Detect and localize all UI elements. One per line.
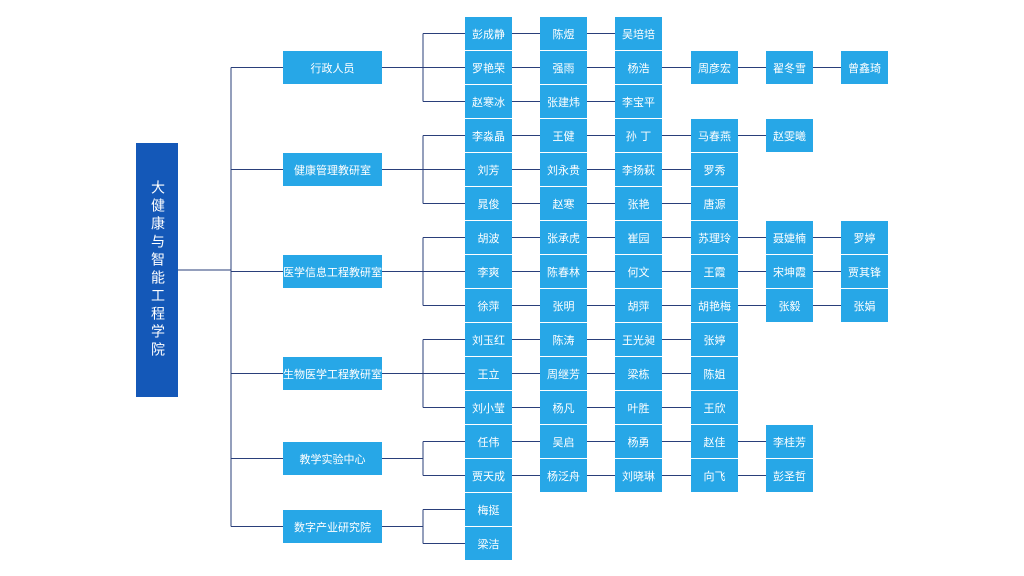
person-node: 李淼晶 xyxy=(465,119,512,152)
person-node: 李宝平 xyxy=(615,85,662,118)
person-node: 彭成静 xyxy=(465,17,512,50)
department-node: 教学实验中心 xyxy=(283,442,382,475)
person-node: 陈涛 xyxy=(540,323,587,356)
person-node: 陈春林 xyxy=(540,255,587,288)
person-node: 马春燕 xyxy=(691,119,738,152)
person-node: 强雨 xyxy=(540,51,587,84)
person-node: 张毅 xyxy=(766,289,813,322)
person-node: 宋坤霞 xyxy=(766,255,813,288)
person-node: 胡波 xyxy=(465,221,512,254)
person-node: 崔园 xyxy=(615,221,662,254)
department-node: 医学信息工程教研室 xyxy=(283,255,382,288)
person-node: 赵寒 xyxy=(540,187,587,220)
college-root-node: 大健康与智能工程学院 xyxy=(136,143,178,397)
person-node: 梅挺 xyxy=(465,493,512,526)
person-node: 彭圣哲 xyxy=(766,459,813,492)
person-node: 唐源 xyxy=(691,187,738,220)
person-node: 陈煜 xyxy=(540,17,587,50)
person-node: 孙 丁 xyxy=(615,119,662,152)
person-node: 赵雯曦 xyxy=(766,119,813,152)
person-node: 聂婕楠 xyxy=(766,221,813,254)
person-node: 梁栋 xyxy=(615,357,662,390)
person-node: 李桂芳 xyxy=(766,425,813,458)
person-node: 王健 xyxy=(540,119,587,152)
person-node: 徐萍 xyxy=(465,289,512,322)
person-node: 胡萍 xyxy=(615,289,662,322)
person-node: 罗婷 xyxy=(841,221,888,254)
person-node: 杨凡 xyxy=(540,391,587,424)
person-node: 梁洁 xyxy=(465,527,512,560)
person-node: 刘小莹 xyxy=(465,391,512,424)
person-node: 周彦宏 xyxy=(691,51,738,84)
person-node: 李扬萩 xyxy=(615,153,662,186)
person-node: 张娟 xyxy=(841,289,888,322)
person-node: 王光昶 xyxy=(615,323,662,356)
person-node: 贾天成 xyxy=(465,459,512,492)
person-node: 周继芳 xyxy=(540,357,587,390)
person-node: 张明 xyxy=(540,289,587,322)
person-node: 苏理玲 xyxy=(691,221,738,254)
person-node: 刘永贵 xyxy=(540,153,587,186)
person-node: 赵佳 xyxy=(691,425,738,458)
person-node: 王霞 xyxy=(691,255,738,288)
person-node: 曾鑫琦 xyxy=(841,51,888,84)
person-node: 王欣 xyxy=(691,391,738,424)
person-node: 罗秀 xyxy=(691,153,738,186)
person-node: 向飞 xyxy=(691,459,738,492)
person-node: 赵寒冰 xyxy=(465,85,512,118)
person-node: 胡艳梅 xyxy=(691,289,738,322)
person-node: 刘玉红 xyxy=(465,323,512,356)
person-node: 李爽 xyxy=(465,255,512,288)
person-node: 杨浩 xyxy=(615,51,662,84)
person-node: 张婷 xyxy=(691,323,738,356)
person-node: 吴启 xyxy=(540,425,587,458)
department-node: 健康管理教研室 xyxy=(283,153,382,186)
person-node: 刘晓琳 xyxy=(615,459,662,492)
person-node: 任伟 xyxy=(465,425,512,458)
person-node: 陈姐 xyxy=(691,357,738,390)
department-node: 数字产业研究院 xyxy=(283,510,382,543)
person-node: 张承虎 xyxy=(540,221,587,254)
person-node: 张艳 xyxy=(615,187,662,220)
department-node: 行政人员 xyxy=(283,51,382,84)
person-node: 杨泛舟 xyxy=(540,459,587,492)
person-node: 罗艳荣 xyxy=(465,51,512,84)
person-node: 何文 xyxy=(615,255,662,288)
person-node: 刘芳 xyxy=(465,153,512,186)
person-node: 王立 xyxy=(465,357,512,390)
person-node: 吴培培 xyxy=(615,17,662,50)
person-node: 晁俊 xyxy=(465,187,512,220)
person-node: 张建炜 xyxy=(540,85,587,118)
person-node: 杨勇 xyxy=(615,425,662,458)
person-node: 贾其锋 xyxy=(841,255,888,288)
person-node: 叶胜 xyxy=(615,391,662,424)
department-node: 生物医学工程教研室 xyxy=(283,357,382,390)
person-node: 翟冬雪 xyxy=(766,51,813,84)
